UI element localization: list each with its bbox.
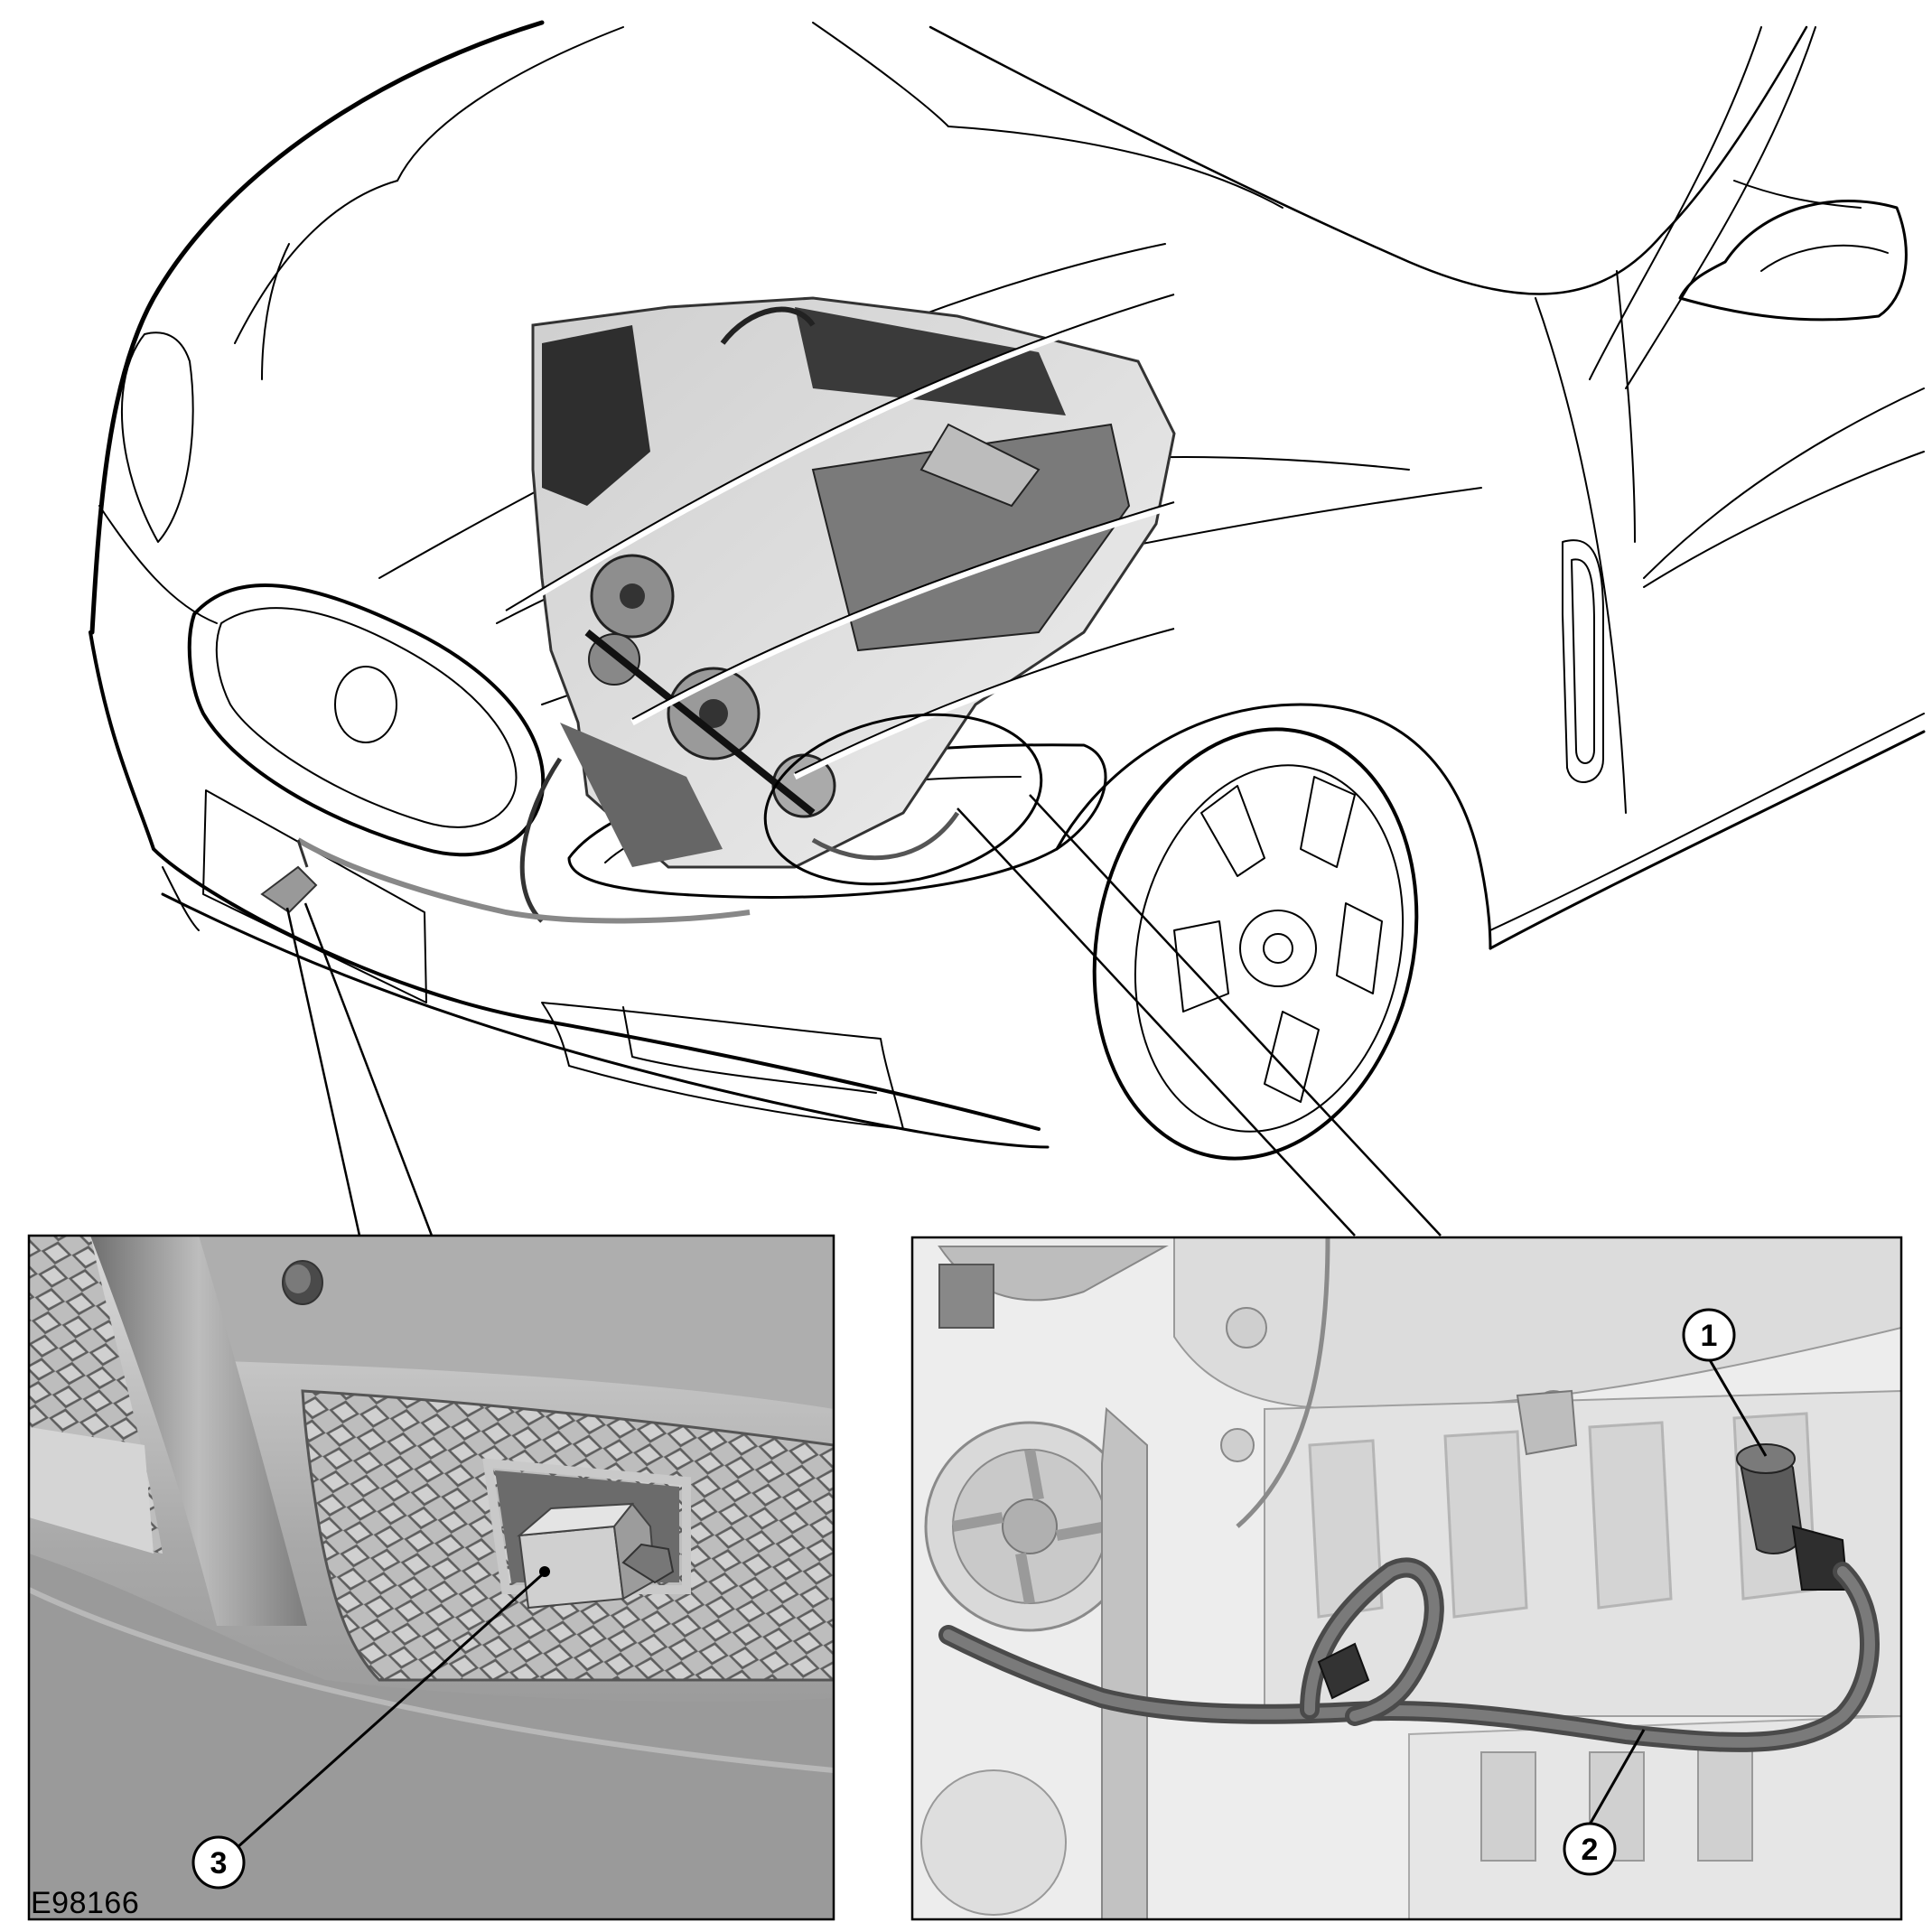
inset-engine-sensor (912, 1237, 1901, 1919)
callout-3-label: 3 (210, 1846, 228, 1881)
callout-3: 3 (191, 1566, 550, 1890)
hood-lines-over-engine (504, 294, 1176, 780)
figure-id-label: E98166 (31, 1886, 140, 1920)
inset-front-bumper (29, 1236, 834, 1919)
hood-lines-over-engine-dark (505, 294, 1175, 774)
detail-circle-engine (763, 713, 1043, 886)
callout-1-label: 1 (1701, 1319, 1718, 1353)
callout-2-label: 2 (1582, 1833, 1599, 1867)
callout-1: 1 (1682, 1308, 1768, 1457)
callout-2: 2 (1563, 1729, 1646, 1876)
engine-assembly (519, 296, 1176, 923)
harness-wire-main-view (296, 837, 751, 924)
inset-leader-lines (285, 794, 1442, 1237)
front-wheel (1092, 727, 1419, 1161)
